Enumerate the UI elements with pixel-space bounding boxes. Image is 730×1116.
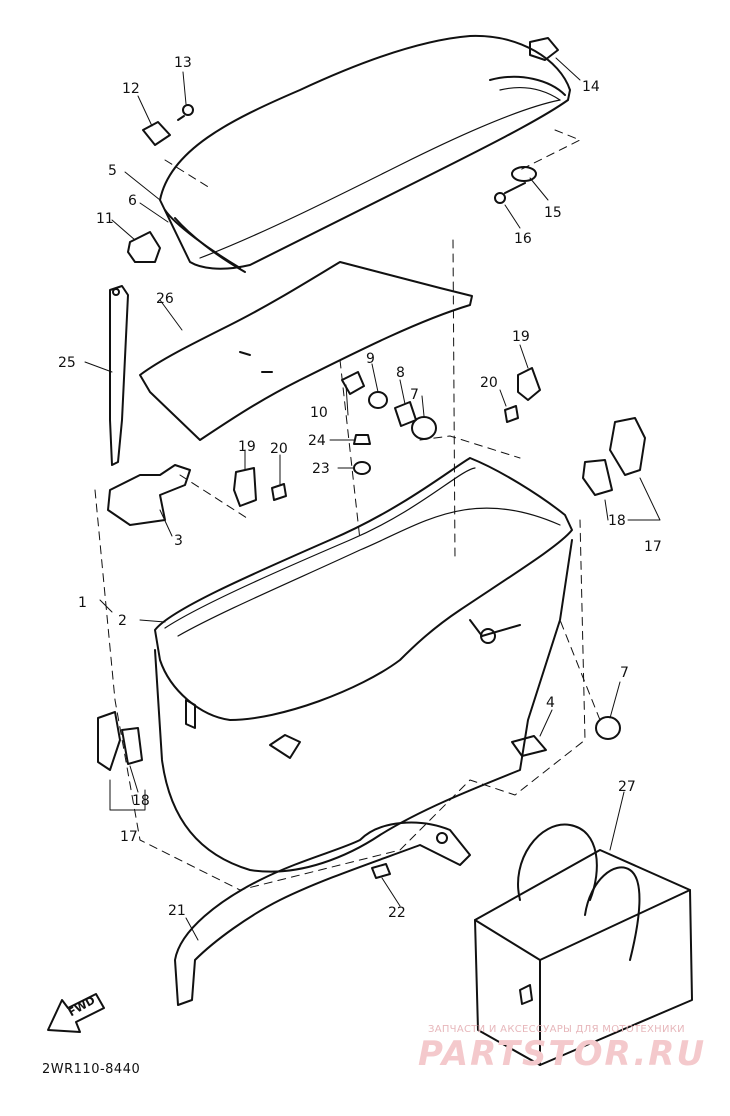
callout-20-lower: 20 xyxy=(270,441,288,457)
bracket-19-upper xyxy=(517,367,541,401)
foot-4 xyxy=(511,735,547,757)
callout-13: 13 xyxy=(174,55,192,71)
callout-19-upper: 19 xyxy=(512,329,530,345)
bolt-24 xyxy=(353,434,371,445)
gasket-3 xyxy=(107,464,191,526)
bolt-16 xyxy=(494,182,526,204)
callout-22: 22 xyxy=(388,905,406,921)
damper-7-upper xyxy=(411,416,437,440)
callout-4: 4 xyxy=(546,695,555,711)
strap xyxy=(109,285,129,466)
callout-18-upper: 18 xyxy=(608,513,626,529)
assembly-outline-dashed xyxy=(94,129,601,891)
callout-21: 21 xyxy=(168,903,186,919)
callout-26: 26 xyxy=(156,291,174,307)
hinge-block-11 xyxy=(127,231,161,263)
callout-19-lower: 19 xyxy=(238,439,256,455)
saddlebag-case xyxy=(154,457,573,873)
inner-bag-27 xyxy=(474,823,693,1066)
callout-18-lower: 18 xyxy=(132,793,150,809)
callout-23: 23 xyxy=(312,461,330,477)
callout-7-lower: 7 xyxy=(620,665,629,681)
latch-catch-14 xyxy=(529,37,559,61)
callout-14: 14 xyxy=(582,79,600,95)
callout-3: 3 xyxy=(174,533,183,549)
hinge-plate-12 xyxy=(142,121,171,146)
washer-23 xyxy=(353,461,371,475)
callout-25: 25 xyxy=(58,355,76,371)
washer-15 xyxy=(511,166,537,182)
callout-10: 10 xyxy=(310,405,328,421)
screw-13 xyxy=(177,104,194,121)
callout-27: 27 xyxy=(618,779,636,795)
leader-lines xyxy=(84,57,661,941)
callout-1: 1 xyxy=(78,595,87,611)
callout-17-lower: 17 xyxy=(120,829,138,845)
watermark-logo: PARTSTOR.RU xyxy=(418,1034,707,1074)
callout-16: 16 xyxy=(514,231,532,247)
mounting-bracket-21 xyxy=(174,821,471,1006)
clip-22 xyxy=(371,863,391,879)
fwd-arrow-icon xyxy=(47,993,105,1033)
callout-17-upper: 17 xyxy=(644,539,662,555)
lock-17-lower xyxy=(97,711,143,771)
callout-7-upper: 7 xyxy=(410,387,419,403)
lid-liner-sheet xyxy=(139,261,473,441)
saddlebag-lid xyxy=(159,34,571,273)
callout-24: 24 xyxy=(308,433,326,449)
callout-2: 2 xyxy=(118,613,127,629)
callout-8: 8 xyxy=(396,365,405,381)
watermark-tagline: ЗАПЧАСТИ И АКСЕССУАРЫ ДЛЯ МОТОТЕХНИКИ xyxy=(428,1024,685,1035)
grommet-10 xyxy=(341,371,365,395)
callout-9: 9 xyxy=(366,351,375,367)
callout-5: 5 xyxy=(108,163,117,179)
callout-15: 15 xyxy=(544,205,562,221)
bracket-19-lower xyxy=(233,467,257,507)
nut-20-lower xyxy=(271,483,287,501)
callout-20-upper: 20 xyxy=(480,375,498,391)
damper-7-lower xyxy=(595,716,621,740)
washer-9 xyxy=(368,391,388,409)
callout-11: 11 xyxy=(96,211,114,227)
callout-12: 12 xyxy=(122,81,140,97)
nut-20-upper xyxy=(504,405,519,423)
callout-6: 6 xyxy=(128,193,137,209)
lock-17-upper xyxy=(582,417,646,496)
drawing-code: 2WR110-8440 xyxy=(42,1062,141,1077)
